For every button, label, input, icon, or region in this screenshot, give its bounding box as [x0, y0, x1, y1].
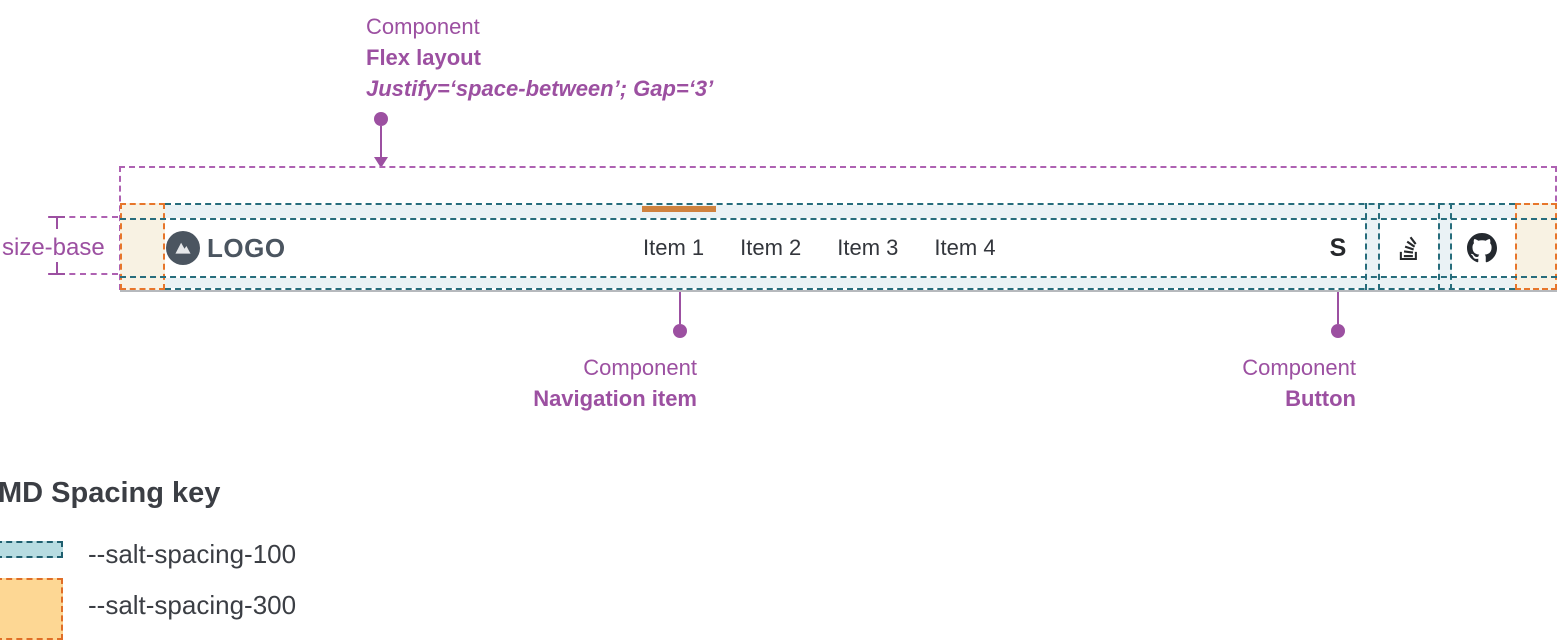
annotation-line: Flex layout	[366, 45, 481, 70]
spacing-300-block-right	[1515, 203, 1557, 290]
spacing-100-dash-outer-bottom	[165, 288, 1515, 290]
nav-items-group: Item 1 Item 2 Item 3 Item 4	[643, 220, 996, 276]
annotation-line: Navigation item	[533, 386, 697, 411]
stackoverflow-button[interactable]	[1387, 220, 1431, 276]
navigation-bar: LOGO Item 1 Item 2 Item 3 Item 4 S	[120, 203, 1557, 290]
legend-title: MD Spacing key	[0, 477, 221, 509]
spacing-100-band-top	[165, 205, 1515, 218]
salt-s-icon: S	[1329, 233, 1347, 262]
nav-item-pointer-line	[679, 278, 681, 324]
spacing-300-swatch	[0, 578, 63, 640]
button-pointer-line	[1337, 279, 1339, 324]
size-base-top-stem	[56, 218, 58, 229]
size-base-bottom-tick	[49, 273, 65, 275]
navbar-bottom-border	[120, 290, 1557, 292]
size-base-bottom-stem	[56, 262, 58, 273]
nav-item-1[interactable]: Item 1	[643, 235, 705, 260]
size-base-bottom-line	[48, 273, 118, 275]
button-pointer-dot	[1331, 324, 1345, 338]
logo-text: LOGO	[207, 232, 286, 263]
button-annotation: Component Button	[1242, 352, 1356, 414]
arrow-down-icon	[374, 157, 388, 168]
annotation-line: Component	[366, 14, 480, 39]
flex-pointer-dot	[374, 112, 388, 126]
annotation-line: Component	[583, 355, 697, 380]
nav-item-pointer-dot	[673, 324, 687, 338]
active-item-indicator	[642, 206, 716, 212]
spacing-100-dash-inner-top	[120, 218, 1557, 220]
mountain-logo-icon	[166, 231, 200, 265]
legend-label-100: --salt-spacing-100	[88, 539, 297, 569]
size-base-top-tick	[49, 216, 65, 218]
spacing-100-band-bottom	[165, 278, 1515, 288]
size-base-top-line	[48, 216, 118, 218]
logo[interactable]: LOGO	[166, 220, 286, 276]
nav-item-annotation: Component Navigation item	[533, 352, 697, 414]
nav-item-2[interactable]: Item 2	[740, 235, 802, 260]
spacing-100-dash-inner-bottom	[120, 276, 1557, 278]
flex-pointer-line	[380, 126, 382, 158]
annotation-line: Justify=‘space-between’; Gap=‘3’	[366, 76, 714, 101]
nav-item-3[interactable]: Item 3	[837, 235, 899, 260]
stackoverflow-icon	[1397, 235, 1421, 261]
spacing-100-dash-outer-top	[165, 203, 1515, 205]
nav-item-4[interactable]: Item 4	[934, 235, 996, 260]
spacing-100-swatch	[0, 541, 63, 558]
spacing-100-gap-1	[1365, 203, 1380, 290]
spacing-100-gap-2	[1438, 203, 1452, 290]
salt-button[interactable]: S	[1316, 220, 1360, 276]
annotation-line: Component	[1242, 355, 1356, 380]
size-base-label: size-base	[2, 234, 105, 261]
github-icon	[1467, 233, 1497, 263]
spacing-300-block-left	[120, 203, 165, 290]
legend-label-300: --salt-spacing-300	[88, 590, 297, 620]
annotation-line: Button	[1285, 386, 1356, 411]
flex-layout-annotation: Component Flex layout Justify=‘space-bet…	[366, 11, 713, 104]
github-button[interactable]	[1460, 220, 1504, 276]
